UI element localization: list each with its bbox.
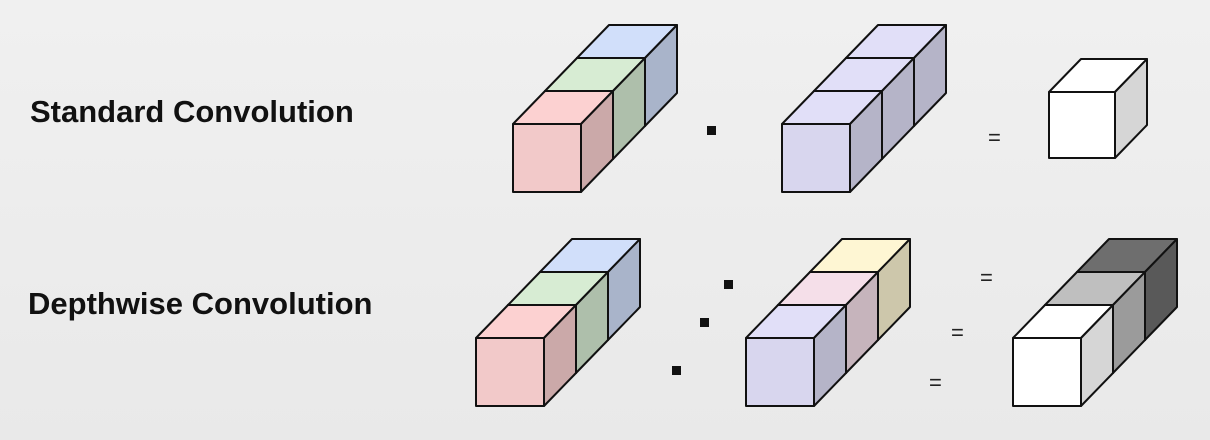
cube-front-face — [512, 123, 582, 193]
depthwise-multiply-dot-3 — [672, 366, 681, 375]
standard-multiply-dot — [707, 126, 716, 135]
standard-output-cube — [1048, 58, 1148, 159]
cube-1 — [745, 304, 847, 407]
cube-front-face — [1048, 91, 1116, 159]
depthwise-equals-sign-2: = — [951, 320, 964, 345]
standard-equals-sign: = — [988, 125, 1001, 150]
cube-front-face — [475, 337, 545, 407]
cube-1 — [475, 304, 577, 407]
cube-front-face — [781, 123, 851, 193]
cube-front-face — [1012, 337, 1082, 407]
cube-front-face — [745, 337, 815, 407]
standard-convolution-label: Standard Convolution — [30, 94, 354, 129]
depthwise-convolution-label: Depthwise Convolution — [28, 286, 373, 321]
standard-input-stack — [512, 24, 678, 193]
cube-1 — [512, 90, 614, 193]
depthwise-multiply-dot-2 — [700, 318, 709, 327]
standard-filter-stack — [781, 24, 947, 193]
cube-1 — [1048, 58, 1148, 159]
depthwise-equals-sign-3: = — [929, 370, 942, 395]
depthwise-multiply-dot-1 — [724, 280, 733, 289]
depthwise-input-stack — [475, 238, 641, 407]
cube-1 — [1012, 304, 1114, 407]
depthwise-filter-stack — [745, 238, 911, 407]
cube-1 — [781, 90, 883, 193]
depthwise-output-stack — [1012, 238, 1178, 407]
depthwise-equals-sign-1: = — [980, 265, 993, 290]
